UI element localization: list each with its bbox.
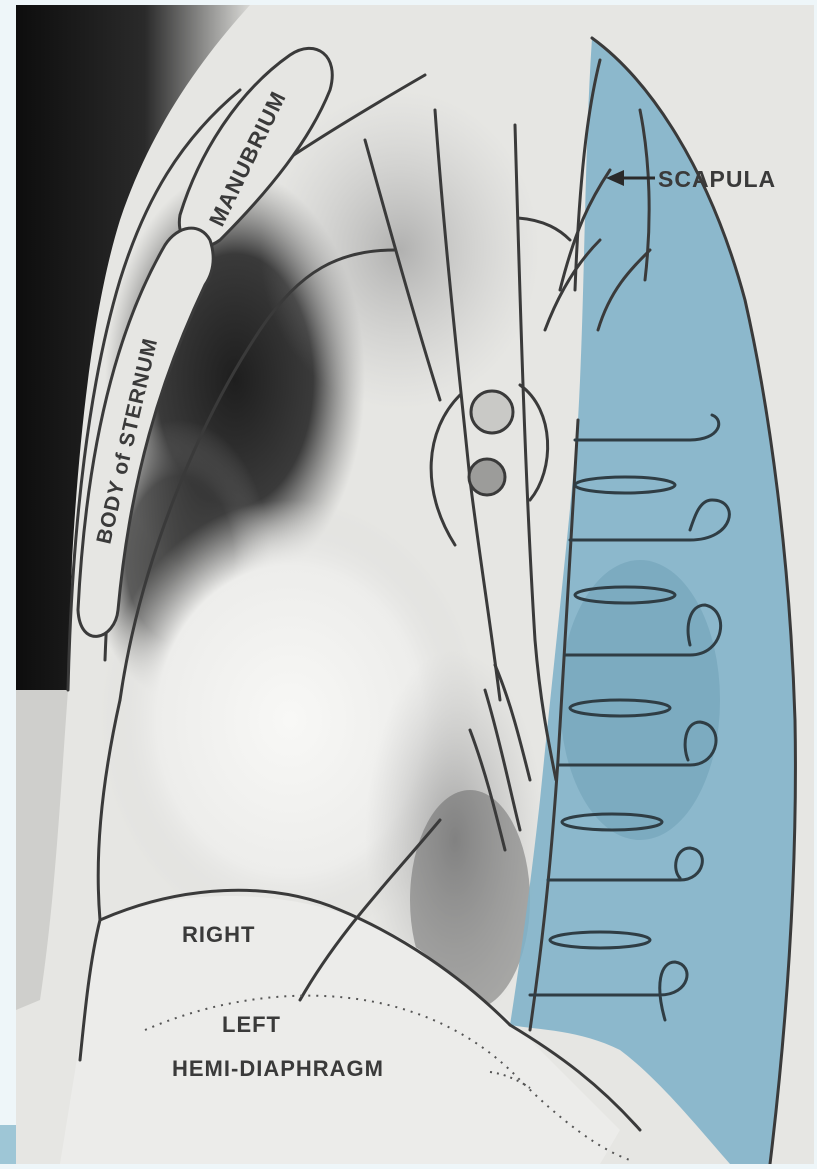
right-hemidiaphragm-label: RIGHT [182,922,255,947]
right-bronchus-circle [471,391,513,433]
scapula-label: SCAPULA [658,166,776,192]
left-bronchus-circle [469,459,505,495]
hemi-diaphragm-label: HEMI-DIAPHRAGM [172,1056,384,1081]
left-label: LEFT [222,1012,281,1037]
